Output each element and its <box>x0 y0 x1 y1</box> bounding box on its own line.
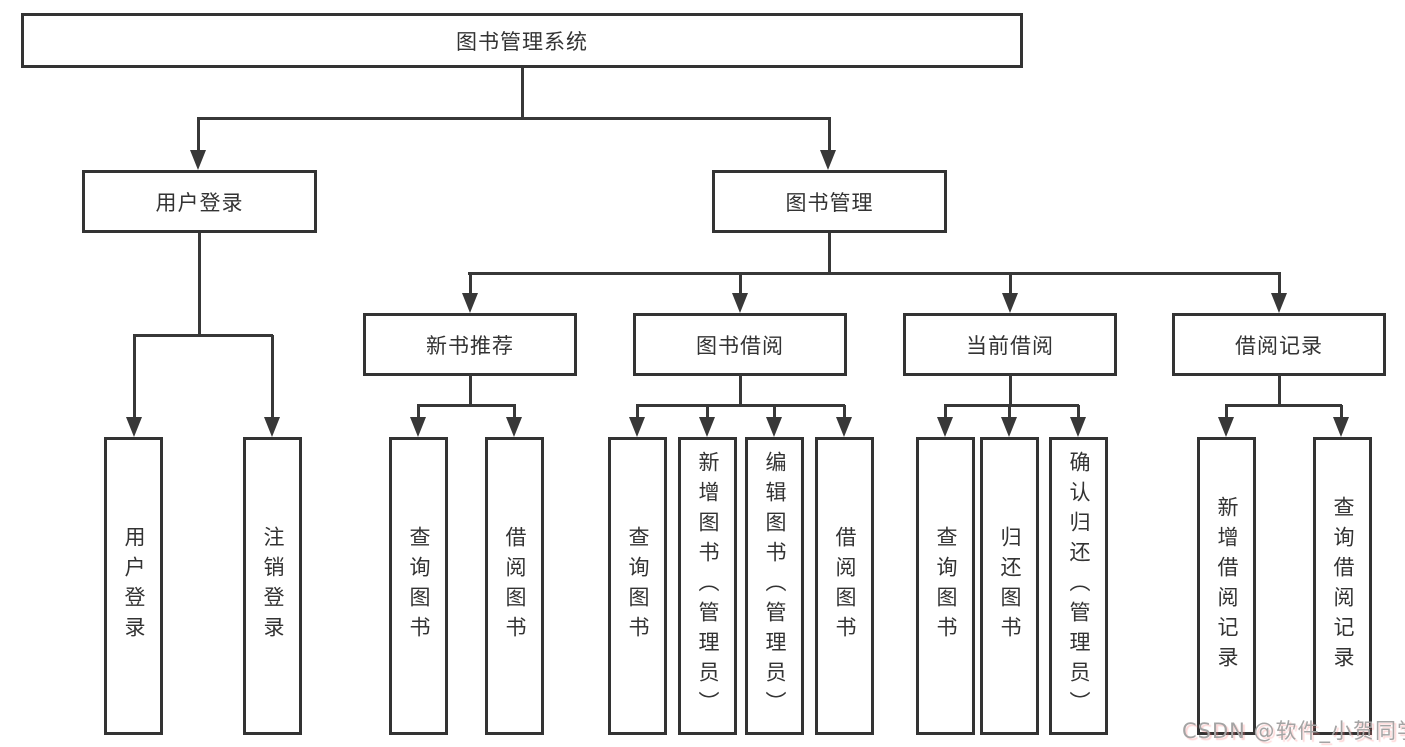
node-current-borrowing: 当前借阅 <box>903 313 1117 376</box>
arrowhead-icon <box>1271 293 1287 313</box>
node-book-management: 图书管理 <box>712 170 947 233</box>
leaf-label: 借阅图书 <box>833 526 857 646</box>
leaf-borrow-books-recommend: 借阅图书 <box>485 437 544 735</box>
node-book-borrowing: 图书借阅 <box>633 313 847 376</box>
leaf-query-borrow-record: 查询借阅记录 <box>1313 437 1372 735</box>
connector-line <box>468 272 1281 275</box>
leaf-label: 查询图书 <box>407 526 431 646</box>
arrowhead-icon <box>190 150 206 170</box>
leaf-add-books-admin: 新增图书（管理员） <box>678 437 737 735</box>
connector-line <box>1008 405 1011 418</box>
connector-line <box>197 118 200 152</box>
connector-line <box>739 273 742 295</box>
arrowhead-icon <box>506 417 522 437</box>
node-user-login: 用户登录 <box>82 170 317 233</box>
connector-line <box>636 405 639 418</box>
connector-line <box>1340 405 1343 418</box>
connector-line <box>469 273 472 295</box>
leaf-query-books-recommend: 查询图书 <box>389 437 448 735</box>
arrowhead-icon <box>1070 417 1086 437</box>
connector-line <box>828 118 831 152</box>
connector-line <box>469 374 472 406</box>
arrowhead-icon <box>836 417 852 437</box>
connector-line <box>1009 374 1012 406</box>
arrowhead-icon <box>462 293 478 313</box>
connector-line <box>1278 374 1281 406</box>
connector-line <box>843 405 846 418</box>
arrowhead-icon <box>766 417 782 437</box>
connector-line <box>773 405 776 418</box>
leaf-user-login: 用户登录 <box>104 437 163 735</box>
arrowhead-icon <box>264 417 280 437</box>
connector-line <box>1225 404 1342 407</box>
node-borrowing-records: 借阅记录 <box>1172 313 1386 376</box>
leaf-edit-books-admin: 编辑图书（管理员） <box>745 437 804 735</box>
arrowhead-icon <box>732 293 748 313</box>
connector-line <box>944 404 1079 407</box>
leaf-label: 新增借阅记录 <box>1215 496 1239 676</box>
csdn-watermark: CSDN @软件_小贺同学 <box>1182 719 1405 743</box>
connector-line <box>133 334 273 337</box>
arrowhead-icon <box>629 417 645 437</box>
connector-line <box>417 405 420 418</box>
connector-line <box>133 335 136 418</box>
connector-line <box>1009 273 1012 295</box>
node-new-book-recommend: 新书推荐 <box>363 313 577 376</box>
connector-line <box>828 233 831 274</box>
connector-line <box>739 374 742 406</box>
arrowhead-icon <box>699 417 715 437</box>
leaf-return-books: 归还图书 <box>980 437 1039 735</box>
leaf-label: 编辑图书（管理员） <box>763 451 787 721</box>
connector-line <box>706 405 709 418</box>
connector-line <box>197 117 831 120</box>
leaf-label: 借阅图书 <box>503 526 527 646</box>
leaf-label: 新增图书（管理员） <box>696 451 720 721</box>
leaf-query-books-current: 查询图书 <box>916 437 975 735</box>
connector-line <box>1077 405 1080 418</box>
arrowhead-icon <box>1333 417 1349 437</box>
connector-line <box>521 68 524 118</box>
connector-line <box>944 405 947 418</box>
arrowhead-icon <box>937 417 953 437</box>
connector-line <box>198 233 201 335</box>
leaf-add-borrow-record: 新增借阅记录 <box>1197 437 1256 735</box>
connector-line <box>417 404 516 407</box>
leaf-label: 注销登录 <box>261 526 285 646</box>
arrowhead-icon <box>126 417 142 437</box>
leaf-logout: 注销登录 <box>243 437 302 735</box>
connector-line <box>636 404 845 407</box>
leaf-borrow-books: 借阅图书 <box>815 437 874 735</box>
leaf-label: 查询图书 <box>626 526 650 646</box>
connector-line <box>1278 273 1281 295</box>
arrowhead-icon <box>1001 417 1017 437</box>
leaf-label: 归还图书 <box>998 526 1022 646</box>
arrowhead-icon <box>1002 293 1018 313</box>
leaf-label: 查询图书 <box>934 526 958 646</box>
node-library-management-system: 图书管理系统 <box>21 13 1023 68</box>
leaf-label: 确认归还（管理员） <box>1067 451 1091 721</box>
leaf-label: 查询借阅记录 <box>1331 496 1355 676</box>
leaf-query-books-borrowing: 查询图书 <box>608 437 667 735</box>
arrowhead-icon <box>1218 417 1234 437</box>
leaf-confirm-return-admin: 确认归还（管理员） <box>1049 437 1108 735</box>
arrowhead-icon <box>820 150 836 170</box>
connector-line <box>1225 405 1228 418</box>
connector-line <box>513 405 516 418</box>
arrowhead-icon <box>410 417 426 437</box>
connector-line <box>271 335 274 418</box>
leaf-label: 用户登录 <box>122 526 146 646</box>
